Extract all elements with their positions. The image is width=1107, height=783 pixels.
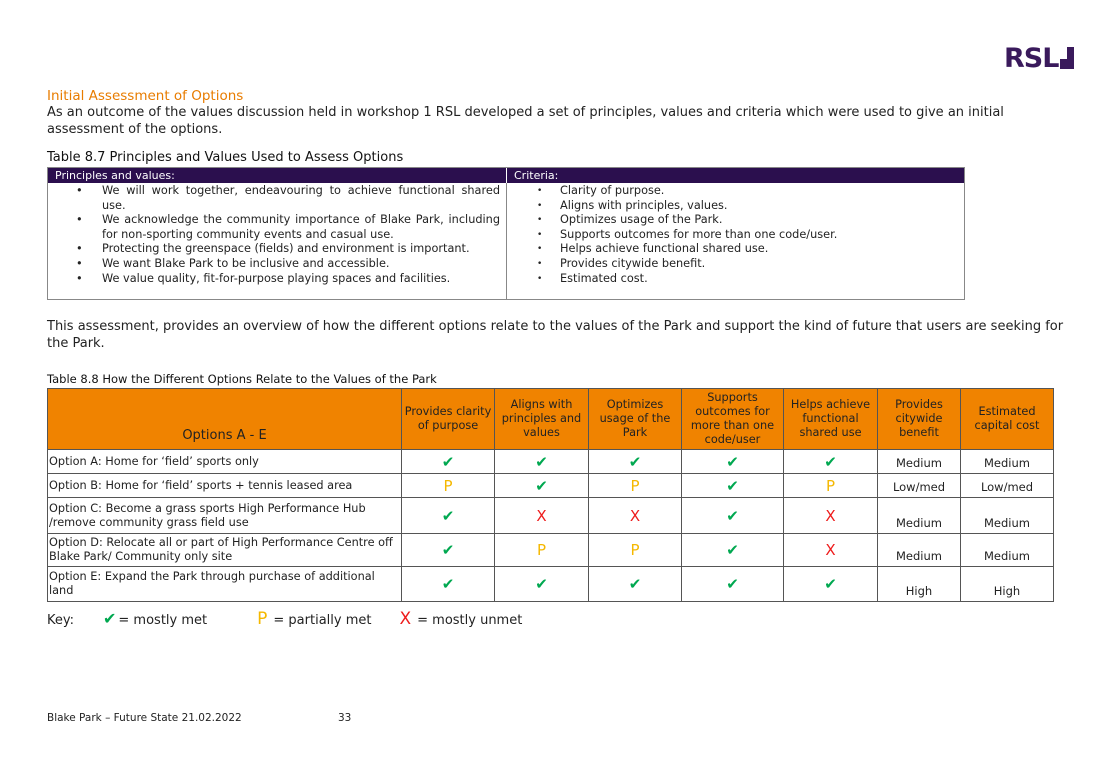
capital-cost-value: Low/med (960, 473, 1054, 498)
partial-p-icon: P (401, 473, 495, 498)
principle-item: We want Blake Park to be inclusive and a… (76, 257, 500, 272)
assessment-paragraph: This assessment, provides an overview of… (47, 319, 1064, 351)
option-label: Option D: Relocate all or part of High P… (47, 533, 402, 567)
options-table-header-row: Options A - E Provides clarity of purpos… (47, 388, 1054, 450)
check-icon: ✔ (681, 533, 784, 567)
partial-p-icon: P (494, 533, 589, 567)
option-label: Option B: Home for ‘field’ sports + tenn… (47, 473, 402, 498)
partial-p-icon: P (257, 609, 268, 629)
criteria-item: Estimated cost. (535, 272, 958, 287)
principle-item: Protecting the greenspace (fields) and e… (76, 242, 500, 257)
check-icon: ✔ (494, 449, 589, 474)
rsl-logo: RSL (1004, 43, 1075, 74)
principles-column: We will work together, endeavouring to a… (48, 183, 507, 299)
capital-cost-value: Medium (960, 533, 1054, 567)
check-icon: ✔ (494, 566, 589, 602)
check-icon: ✔ (588, 449, 682, 474)
check-icon: ✔ (494, 473, 589, 498)
logo-text: RSL (1004, 43, 1059, 74)
header-aligns: Aligns with principles and values (494, 388, 589, 450)
check-icon: ✔ (783, 566, 878, 602)
header-shared-use: Helps achieve functional shared use (783, 388, 878, 450)
cross-icon: X (588, 497, 682, 534)
check-icon: ✔ (783, 449, 878, 474)
capital-cost-value: Medium (960, 449, 1054, 474)
check-icon: ✔ (681, 473, 784, 498)
check-icon: ✔ (401, 533, 495, 567)
header-supports: Supports outcomes for more than one code… (681, 388, 784, 450)
criteria-item: Aligns with principles, values. (535, 199, 958, 214)
criteria-column: Clarity of purpose. Aligns with principl… (507, 183, 964, 299)
table-row: Option B: Home for ‘field’ sports + tenn… (47, 473, 1054, 498)
principles-table: Principles and values: Criteria: We will… (47, 167, 965, 300)
key-legend: Key: ✔ = mostly met P = partially met X … (47, 609, 522, 629)
option-label: Option C: Become a grass sports High Per… (47, 497, 402, 534)
capital-cost-value: High (960, 566, 1054, 602)
intro-paragraph: As an outcome of the values discussion h… (47, 105, 1004, 137)
principles-header: Principles and values: (48, 168, 507, 183)
check-icon: ✔ (401, 497, 495, 534)
citywide-benefit-value: Low/med (877, 473, 961, 498)
table-8-7-caption: Table 8.7 Principles and Values Used to … (47, 150, 404, 165)
logo-mark-icon (1060, 47, 1075, 69)
cross-icon: X (494, 497, 589, 534)
header-citywide: Provides citywide benefit (877, 388, 961, 450)
cross-icon: X (783, 497, 878, 534)
key-partially-met: = partially met (273, 613, 372, 628)
check-icon: ✔ (588, 566, 682, 602)
table-row: Option C: Become a grass sports High Per… (47, 497, 1054, 534)
criteria-item: Helps achieve functional shared use. (535, 242, 958, 257)
check-icon: ✔ (681, 566, 784, 602)
citywide-benefit-value: Medium (877, 449, 961, 474)
citywide-benefit-value: High (877, 566, 961, 602)
option-label: Option E: Expand the Park through purcha… (47, 566, 402, 602)
footer-doc-title: Blake Park – Future State 21.02.2022 (47, 712, 242, 724)
citywide-benefit-value: Medium (877, 533, 961, 567)
cross-icon: X (783, 533, 878, 567)
criteria-item: Clarity of purpose. (535, 184, 958, 199)
partial-p-icon: P (783, 473, 878, 498)
table-row: Option A: Home for ‘field’ sports only✔✔… (47, 449, 1054, 474)
cross-icon: X (399, 609, 412, 629)
key-mostly-met: = mostly met (118, 613, 208, 628)
capital-cost-value: Medium (960, 497, 1054, 534)
principles-table-header: Principles and values: Criteria: (48, 168, 964, 183)
header-clarity: Provides clarity of purpose (401, 388, 495, 450)
criteria-item: Provides citywide benefit. (535, 257, 958, 272)
table-row: Option D: Relocate all or part of High P… (47, 533, 1054, 567)
table-row: Option E: Expand the Park through purcha… (47, 566, 1054, 602)
criteria-item: Optimizes usage of the Park. (535, 213, 958, 228)
options-table: Options A - E Provides clarity of purpos… (47, 388, 1054, 602)
header-cost: Estimated capital cost (960, 388, 1054, 450)
partial-p-icon: P (588, 533, 682, 567)
section-title: Initial Assessment of Options (47, 88, 244, 104)
criteria-header: Criteria: (514, 169, 559, 182)
option-label: Option A: Home for ‘field’ sports only (47, 449, 402, 474)
table-8-8-caption: Table 8.8 How the Different Options Rela… (47, 372, 437, 386)
check-icon: ✔ (681, 497, 784, 534)
principle-item: We will work together, endeavouring to a… (76, 184, 500, 213)
check-icon: ✔ (401, 449, 495, 474)
criteria-item: Supports outcomes for more than one code… (535, 228, 958, 243)
citywide-benefit-value: Medium (877, 497, 961, 534)
partial-p-icon: P (588, 473, 682, 498)
check-icon: ✔ (103, 609, 117, 628)
key-mostly-unmet: = mostly unmet (417, 613, 523, 628)
check-icon: ✔ (681, 449, 784, 474)
principle-item: We value quality, fit-for-purpose playin… (76, 272, 500, 287)
check-icon: ✔ (401, 566, 495, 602)
header-options: Options A - E (47, 388, 402, 450)
principle-item: We acknowledge the community importance … (76, 213, 500, 242)
header-optimizes: Optimizes usage of the Park (588, 388, 682, 450)
key-label: Key: (47, 613, 75, 628)
page-number: 33 (338, 712, 352, 724)
